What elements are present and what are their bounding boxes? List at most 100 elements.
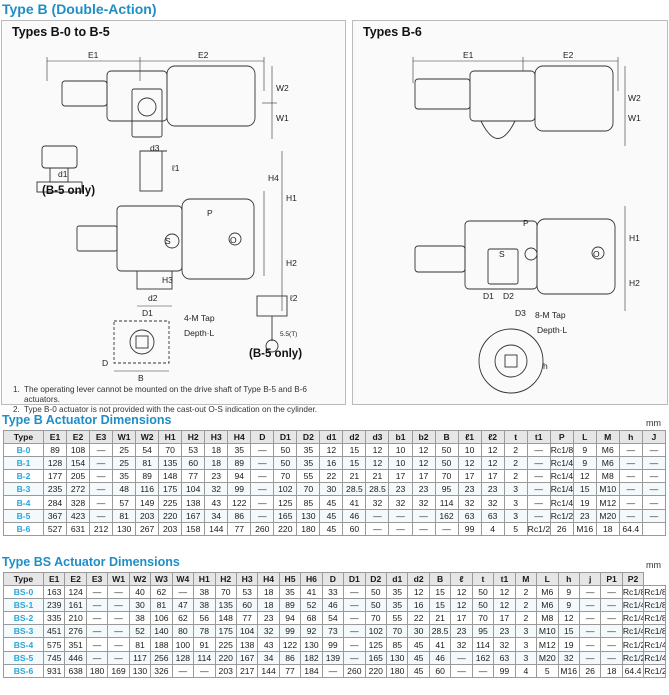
table-cell: — — [434, 521, 459, 536]
table-cell: Rc1/4 — [549, 469, 574, 484]
table-cell: — — [343, 637, 366, 652]
table-cell: — — [450, 663, 473, 678]
drawing-heading-left: Types B-0 to B-5 — [12, 25, 110, 39]
table-cell: 225 — [214, 637, 237, 652]
table-b-title: Type B Actuator Dimensions — [2, 413, 172, 427]
table-cell: 12 — [450, 585, 473, 600]
table-cell: — — [388, 508, 413, 523]
table-cell: 114 — [434, 495, 459, 510]
column-header: D — [250, 429, 275, 445]
table-cell: 2 — [514, 598, 538, 613]
label-tap: 4-M Tap — [184, 313, 215, 323]
table-cell: Rc1/2 — [526, 521, 551, 536]
table-cell: Rc1/2 — [621, 650, 645, 665]
column-header: H4 — [257, 571, 280, 587]
table-cell: 102 — [364, 624, 388, 639]
label-b6-w1: W1 — [628, 113, 641, 123]
table-cell: 4 — [480, 521, 505, 536]
table-cell: 64.4 — [618, 521, 643, 536]
table-cell: 28.5 — [342, 482, 367, 497]
label-b6-depth: Depth·L — [537, 325, 568, 335]
table-cell: — — [618, 482, 643, 497]
table-cell: 19 — [557, 637, 580, 652]
label-d1: D1 — [142, 308, 153, 318]
label-b6-h: h — [543, 361, 548, 371]
column-header: h — [557, 571, 580, 587]
table-cell: 35 — [385, 585, 409, 600]
type-cell: BS-6 — [3, 663, 44, 678]
type-cell: B-4 — [3, 495, 44, 510]
table-cell: — — [526, 456, 551, 471]
actuator-drawing-left: E1 E2 W2 W1 d3 ℓ1 d1 H1 H2 H4 P S O H3 d… — [36, 50, 298, 383]
column-header: L — [536, 571, 559, 587]
table-cell: — — [107, 585, 130, 600]
table-cell: Rc1/4 — [549, 482, 574, 497]
table-cell: Rc1/4 — [643, 637, 666, 652]
table-cell: M6 — [536, 598, 559, 613]
table-cell: 50 — [471, 585, 495, 600]
table-cell: 135 — [214, 598, 237, 613]
column-header: ℓ1 — [457, 429, 482, 445]
label-h4: H4 — [268, 173, 279, 183]
table-cell: 18 — [204, 456, 229, 471]
table-cell: — — [578, 611, 602, 626]
table-cell: 77 — [278, 663, 302, 678]
table-cell: 77 — [227, 521, 252, 536]
table-cell: 23 — [388, 482, 413, 497]
table-cell: 15 — [342, 443, 367, 458]
table-cell: — — [600, 598, 623, 613]
column-header: H5 — [278, 571, 302, 587]
table-cell: 423 — [66, 508, 91, 523]
column-header: d3 — [365, 429, 390, 445]
table-cell: 175 — [158, 482, 183, 497]
table-cell: 239 — [42, 598, 66, 613]
table-cell: 116 — [135, 482, 160, 497]
table-cell: 931 — [42, 663, 66, 678]
table-cell: 130 — [300, 637, 323, 652]
table-cell: 128 — [42, 456, 68, 471]
table-cell: Rc1/2 — [643, 663, 666, 678]
table-cell: 73 — [321, 624, 345, 639]
table-cell: 85 — [385, 637, 409, 652]
table-cell: 154 — [66, 456, 91, 471]
table-cell: — — [85, 585, 109, 600]
drawing-heading-right: Types B-6 — [363, 25, 422, 39]
table-cell: — — [193, 663, 216, 678]
table-cell: 124 — [64, 585, 87, 600]
table-cell: 35 — [112, 469, 137, 484]
table-cell: 18 — [595, 521, 620, 536]
label-b6-d2: D2 — [503, 291, 514, 301]
table-cell: 162 — [471, 650, 495, 665]
table-cell: 184 — [300, 663, 323, 678]
table-cell: M6 — [536, 585, 559, 600]
table-cell: 15 — [342, 456, 367, 471]
table-cell: 575 — [42, 637, 66, 652]
column-header: W4 — [171, 571, 195, 587]
column-header: Type — [3, 571, 44, 587]
table-cell: — — [641, 469, 667, 484]
table-cell: 19 — [572, 495, 597, 510]
table-cell: M16 — [572, 521, 597, 536]
column-header: t1 — [493, 571, 516, 587]
table-cell: 34 — [204, 508, 229, 523]
table-cell: 631 — [66, 521, 91, 536]
table-cell: 180 — [385, 663, 409, 678]
column-header: H2 — [181, 429, 206, 445]
table-cell: 81 — [150, 598, 173, 613]
table-cell: Rc1/4 — [549, 495, 574, 510]
table-cell: — — [600, 611, 623, 626]
table-cell: 335 — [42, 611, 66, 626]
table-cell: — — [600, 650, 623, 665]
table-cell: 50 — [471, 598, 495, 613]
table-cell: 89 — [42, 443, 68, 458]
table-cell: — — [365, 521, 390, 536]
table-cell: 104 — [235, 624, 259, 639]
type-cell: B-0 — [3, 443, 44, 458]
table-cell: 68 — [300, 611, 323, 626]
table-cell: 5 — [536, 663, 559, 678]
table-cell: 63 — [493, 650, 516, 665]
table-cell: 135 — [158, 456, 183, 471]
